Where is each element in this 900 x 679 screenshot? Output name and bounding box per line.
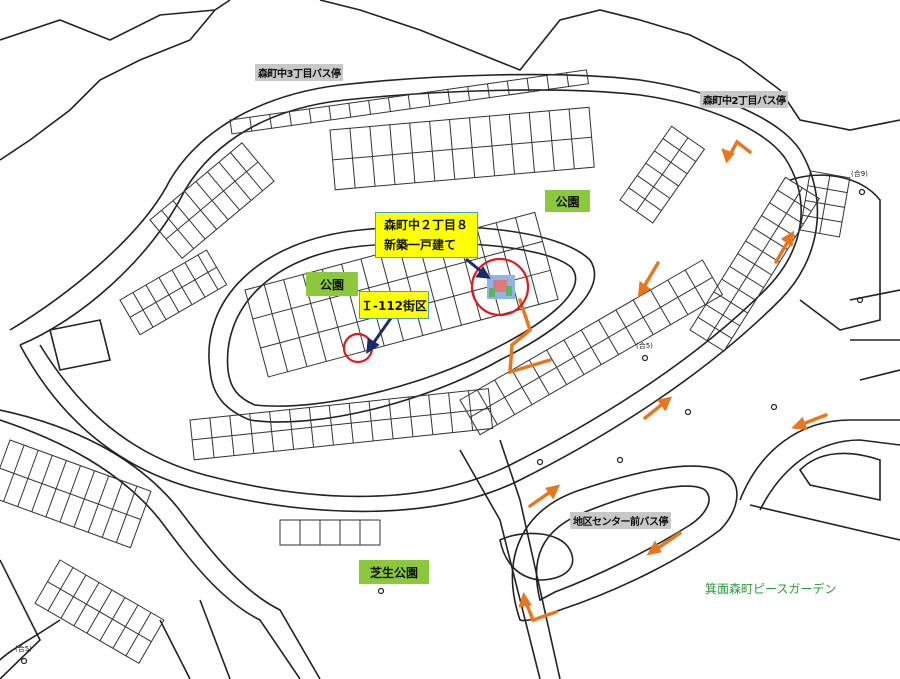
property-callout[interactable]: 森町中２丁目８ 新築一戸建て [375, 212, 478, 258]
park-label-west[interactable]: 公園 [306, 272, 358, 296]
property-callout-address: 森町中２丁目８ [384, 218, 469, 232]
lot-code-label: (合5) [636, 342, 653, 350]
park-label-north-east[interactable]: 公園 [545, 190, 590, 212]
property-marker-circle [470, 257, 530, 317]
lot-code-label: (合9) [851, 170, 868, 178]
lot-code-label: (合5) [15, 645, 32, 653]
park-label-shibou[interactable]: 芝生公園 [359, 560, 429, 584]
facility-label-peace-garden[interactable]: 箕面森町ピースガーデン [705, 582, 837, 596]
lot-grid [0, 69, 851, 664]
property-thumbnail[interactable] [487, 275, 515, 299]
bus-stop-label-morimachi-naka-2[interactable]: 森町中2丁目バス停 [700, 91, 789, 108]
map-markers [20, 188, 866, 665]
property-callout-type: 新築一戸建て [384, 238, 457, 252]
route-arrows [508, 139, 828, 623]
bus-stop-label-chiku-center-mae[interactable]: 地区センター前バス停 [570, 512, 671, 529]
block-callout[interactable]: Ｉ-112街区 [359, 291, 429, 319]
bus-stop-label-morimachi-naka-3[interactable]: 森町中3丁目バス停 [255, 64, 344, 81]
